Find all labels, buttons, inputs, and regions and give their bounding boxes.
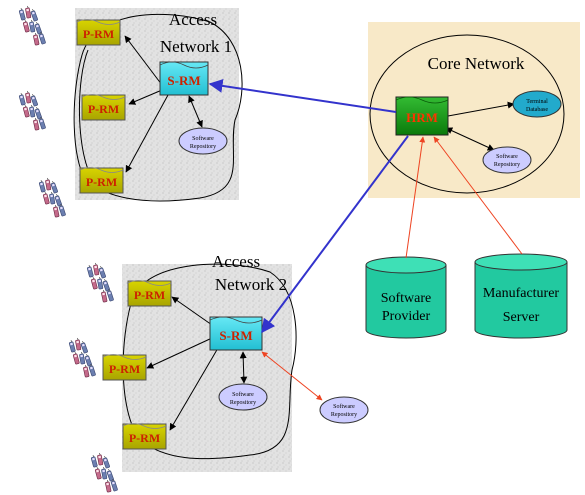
prm-label-4: P-RM bbox=[134, 288, 165, 302]
software-provider-line2: Provider bbox=[382, 309, 431, 324]
software-repository-external-line2: Repository bbox=[331, 412, 357, 418]
srm-label-1: S-RM bbox=[167, 73, 200, 88]
terminal-database[interactable]: Terminal Database bbox=[512, 90, 562, 118]
software-provider-line1: Software bbox=[381, 291, 432, 306]
manufacturer-server-line1: Manufacturer bbox=[483, 286, 560, 301]
link-srm1-repository bbox=[188, 95, 203, 128]
prm-node-6[interactable]: P-RM bbox=[122, 423, 167, 450]
prm-label-5: P-RM bbox=[109, 362, 140, 376]
link-srm1-prm-bottom bbox=[125, 94, 169, 173]
terminal-database-line1: Terminal bbox=[526, 99, 548, 105]
access-network-1-title-line2: Network 1 bbox=[160, 37, 232, 56]
software-repository-1-line1: Software bbox=[192, 135, 214, 142]
core-network: Core Network HRM Terminal Database Softw… bbox=[368, 22, 580, 198]
mobile-terminals-group-1 bbox=[19, 6, 66, 218]
access-network-2-boundary bbox=[122, 263, 297, 460]
link-srm2-external-repository bbox=[261, 351, 323, 401]
core-network-title: Core Network bbox=[428, 54, 525, 73]
core-network-boundary bbox=[369, 34, 565, 194]
software-repository-core-line2: Repository bbox=[494, 162, 520, 168]
link-hrm-srm2 bbox=[261, 135, 409, 334]
prm-node-1[interactable]: P-RM bbox=[76, 19, 121, 46]
link-hrm-repository bbox=[445, 127, 495, 151]
software-repository-2-line2: Repository bbox=[230, 400, 256, 406]
prm-label-2: P-RM bbox=[88, 102, 119, 116]
link-srm2-prm-bottom bbox=[169, 347, 219, 431]
software-repository-external-line1: Software bbox=[333, 403, 355, 410]
access-network-2-title-line1: Access bbox=[212, 252, 260, 271]
link-srm2-prm-mid bbox=[146, 337, 213, 369]
software-repository-external[interactable]: Software Repository bbox=[319, 396, 369, 424]
software-repository-core-line1: Software bbox=[496, 153, 518, 160]
software-repository-1[interactable]: Software Repository bbox=[178, 127, 228, 155]
link-srm2-prm-top bbox=[171, 296, 213, 326]
link-hrm-terminal-database bbox=[447, 101, 515, 117]
srm-node-1[interactable]: S-RM bbox=[159, 61, 209, 96]
link-srm1-prm-mid bbox=[128, 89, 163, 105]
prm-label-1: P-RM bbox=[83, 27, 114, 41]
manufacturer-server-line2: Server bbox=[503, 310, 540, 325]
access-network-2-title-line2: Network 2 bbox=[215, 275, 287, 294]
prm-node-2[interactable]: P-RM bbox=[81, 94, 126, 121]
prm-node-4[interactable]: P-RM bbox=[127, 280, 172, 307]
terminal-database-line2: Database bbox=[526, 107, 548, 113]
access-network-1: Access Network 1 P-RM P-RM P-RM bbox=[73, 8, 243, 202]
prm-node-5[interactable]: P-RM bbox=[102, 354, 147, 381]
link-srm1-prm-top bbox=[124, 35, 163, 86]
software-repository-2-line1: Software bbox=[232, 391, 254, 398]
hrm-node[interactable]: HRM bbox=[395, 96, 449, 136]
srm-label-2: S-RM bbox=[219, 328, 252, 343]
srm-node-2[interactable]: S-RM bbox=[209, 316, 263, 351]
link-srm2-repository bbox=[239, 351, 248, 384]
access-network-2: Access Network 2 P-RM P-RM P-RM S-RM bbox=[102, 252, 297, 472]
link-manufacturer-hrm bbox=[433, 136, 523, 255]
prm-label-6: P-RM bbox=[129, 431, 160, 445]
manufacturer-server[interactable]: Manufacturer Server bbox=[474, 253, 568, 339]
link-provider-hrm bbox=[405, 136, 426, 259]
software-provider[interactable]: Software Provider bbox=[365, 256, 447, 339]
software-repository-1-line2: Repository bbox=[190, 144, 216, 150]
access-network-1-title-line1: Access bbox=[169, 10, 217, 29]
link-hrm-srm1 bbox=[208, 78, 397, 113]
link-prm-arc-1 bbox=[79, 49, 93, 179]
prm-label-3: P-RM bbox=[86, 175, 117, 189]
software-repository-core[interactable]: Software Repository bbox=[482, 146, 532, 174]
software-repository-2[interactable]: Software Repository bbox=[218, 383, 268, 411]
prm-node-3[interactable]: P-RM bbox=[79, 167, 124, 194]
hrm-label: HRM bbox=[406, 110, 438, 125]
